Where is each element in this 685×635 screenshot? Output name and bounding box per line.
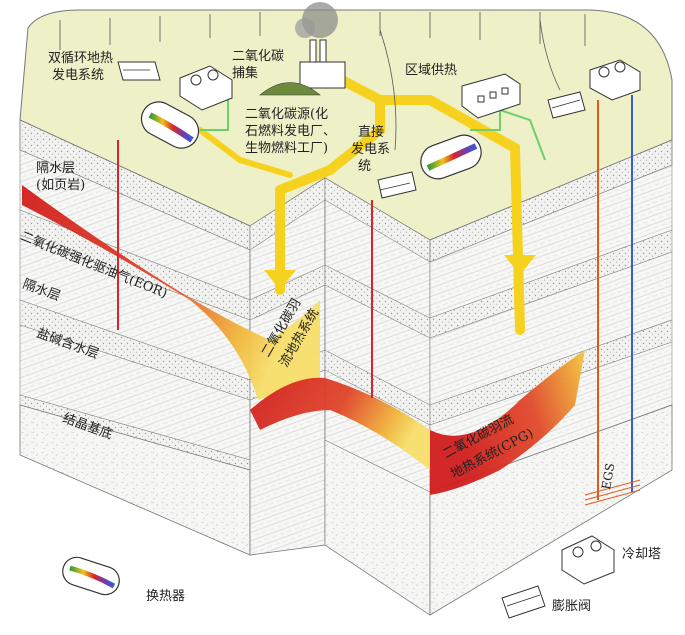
egs-wells — [584, 95, 641, 506]
label-district-heating: 区域供热 — [405, 63, 458, 78]
heat-exchanger-left — [140, 101, 200, 149]
reservoir-right — [430, 350, 585, 495]
label-binary-cycle-line1: 双循环地热 — [48, 51, 114, 66]
cooling-tower-icon — [179, 59, 641, 111]
hot-wells — [117, 140, 373, 398]
reservoir-left — [22, 185, 320, 400]
heat-exchanger-legend-icon — [62, 556, 120, 596]
cooling-tower-legend-icon — [561, 535, 615, 585]
co2-arrow-right — [504, 255, 536, 275]
label-co2-capture-line1: 二氧化碳 — [232, 49, 285, 64]
label-direct-power-line1: 直接 — [358, 125, 385, 140]
label-heat-exchanger: 换热器 — [146, 589, 186, 604]
power-plant-icon — [259, 2, 346, 96]
label-co2-source-line2: 石燃料发电厂、 — [245, 124, 337, 139]
district-heating-building — [461, 73, 521, 119]
label-expansion-valve: 膨胀阀 — [552, 599, 592, 614]
label-caprock-line2: (如页岩) — [36, 178, 86, 193]
label-cooling-tower: 冷却塔 — [622, 547, 662, 562]
left-block — [19, 119, 251, 556]
middle-notch — [249, 177, 431, 616]
label-binary-cycle-line2: 发电系统 — [52, 68, 105, 83]
label-direct-power-line2: 发电系 — [351, 142, 391, 157]
power-lines — [59, 12, 586, 151]
reservoir-middle — [250, 377, 430, 470]
right-block — [429, 139, 673, 616]
ground-surface — [19, 9, 673, 241]
label-co2-source-line1: 二氧化碳源(化 — [245, 107, 329, 122]
label-direct-power-line3: 统 — [358, 159, 372, 174]
co2-arrow-left — [264, 270, 296, 290]
label-co2-capture-line2: 捕集 — [232, 66, 259, 81]
label-co2-source-line3: 生物燃料工厂) — [245, 141, 329, 156]
heat-exchanger-right — [420, 134, 482, 180]
expansion-valve-legend-icon — [501, 585, 546, 619]
turbine-icon — [117, 61, 586, 199]
label-caprock-line1: 隔水层 — [36, 161, 76, 176]
